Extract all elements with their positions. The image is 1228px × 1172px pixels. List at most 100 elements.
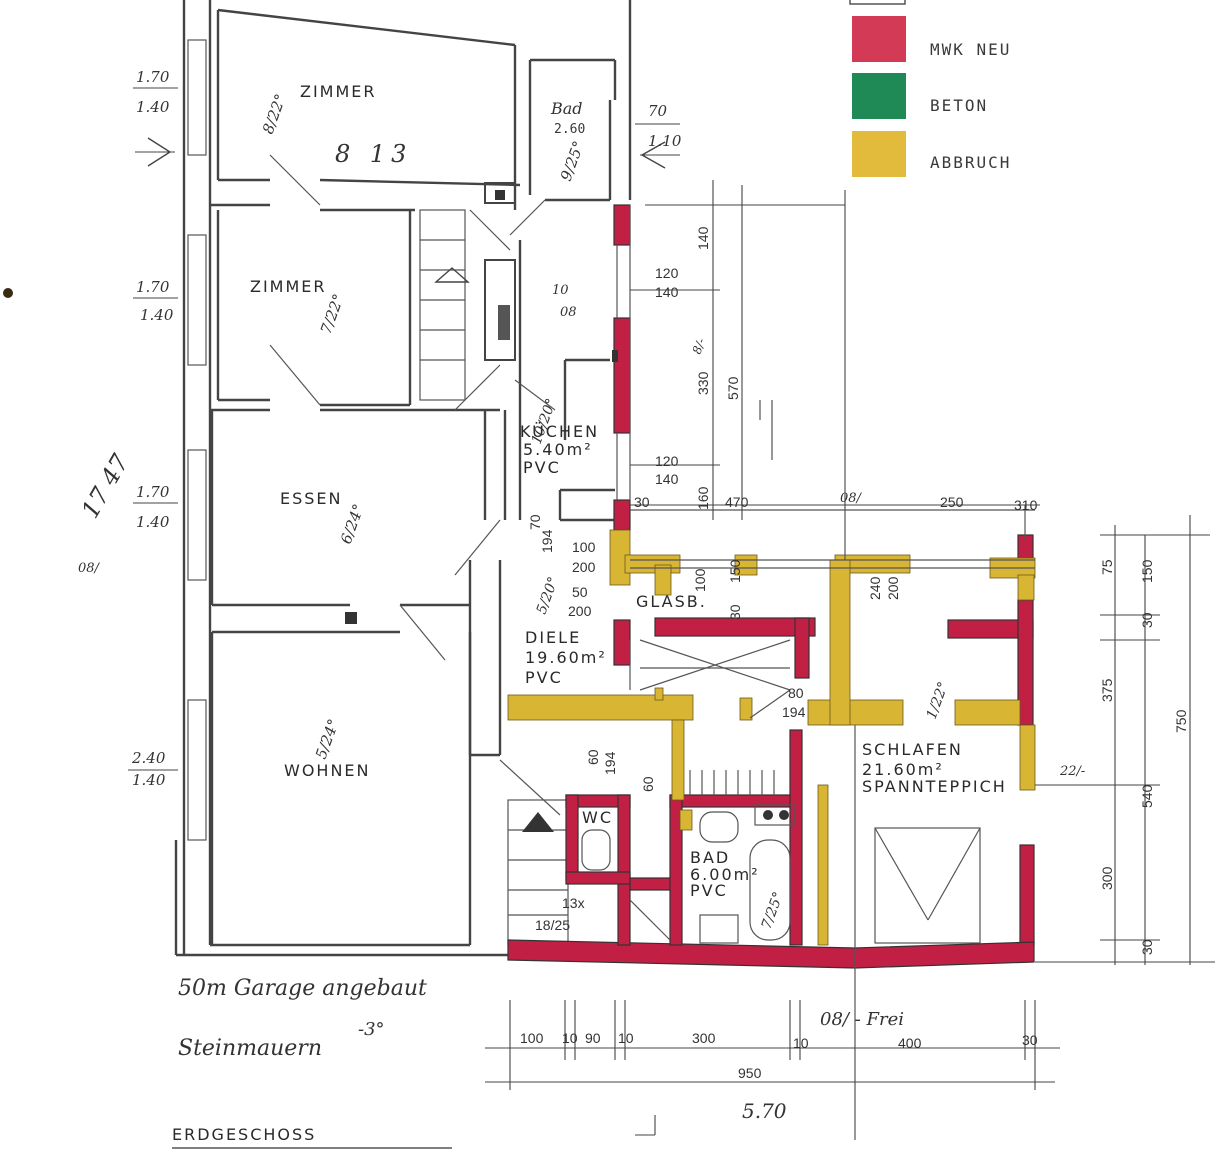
room-bad-floor: PVC (690, 881, 728, 900)
window-4-width: 1.40 (132, 771, 166, 789)
dim-80: 80 (788, 685, 804, 701)
dim-right-150: 150 (1139, 559, 1155, 583)
kitchen-note-a: 10 (552, 283, 569, 298)
handnote-frei: 08/ - Frei (820, 1009, 904, 1030)
dim-140-vertical: 140 (695, 226, 711, 250)
dim-bottom-10-a: 10 (562, 1030, 578, 1046)
dim-right-375: 375 (1099, 678, 1115, 702)
window-2-height: 1.70 (136, 278, 170, 296)
handnote-steinmauern: Steinmauern (178, 1036, 322, 1061)
room-zimmer-2-note: 7/22° (317, 292, 348, 337)
dim-330: 330 (695, 371, 711, 395)
handnote-garage: 50m Garage angebaut (178, 976, 427, 1001)
room-glasb: GLASB. (636, 592, 707, 611)
handnote-bottom: 5.70 (742, 1099, 787, 1123)
room-bad-top-note: 9/25° (557, 139, 588, 184)
dim-100: 100 (572, 539, 596, 555)
window-2-width: 1.40 (140, 306, 174, 324)
room-schlafen-note: 1/22° (924, 680, 952, 722)
dim-bottom-100: 100 (520, 1030, 544, 1046)
room-bad-top-area: 2.60 (554, 122, 585, 137)
window-labels: 1.70 1.40 1.70 1.40 1.70 1.40 2.40 1.40 … (128, 68, 682, 789)
room-diele: DIELE (525, 628, 581, 647)
red-swatch (852, 16, 906, 62)
bad-window-width: 1.10 (648, 132, 682, 150)
kitchen-note-b: 08 (560, 305, 577, 320)
ink-dot (3, 288, 13, 298)
window-3-width: 1.40 (136, 513, 170, 531)
dim-right-75: 75 (1099, 559, 1115, 575)
dim-bottom-10-c: 10 (793, 1035, 809, 1051)
room-kuechen: KÜCHEN (520, 422, 599, 441)
dim-stairs-2: 18/25 (535, 917, 570, 933)
green-swatch (852, 73, 906, 119)
room-kuechen-floor: PVC (523, 458, 561, 477)
dim-100-vertical: 100 (692, 568, 708, 592)
dim-120-b: 120 (655, 453, 679, 469)
dim-bottom-30: 30 (1022, 1032, 1038, 1048)
dim-120-a: 120 (655, 265, 679, 281)
handnote-left-side: 17 47 (76, 449, 135, 523)
window-1-height: 1.70 (136, 68, 170, 86)
dim-30-vertical: 30 (727, 604, 743, 620)
window-3-height: 1.70 (136, 483, 170, 501)
dimension-labels: 140 120 140 330 570 120 140 30 160 470 1… (520, 226, 1189, 1081)
dim-bottom-400: 400 (898, 1035, 922, 1051)
dim-60-b: 60 (640, 776, 656, 792)
plan-title: ERDGESCHOSS (172, 1125, 316, 1144)
dim-470: 470 (725, 494, 749, 510)
handwritten-notes: 17 47 08/ 50m Garage angebaut Steinmauer… (76, 336, 1085, 1123)
room-bad-note: 7/25° (759, 890, 787, 932)
dim-200-vertical: 200 (885, 576, 901, 600)
dim-bottom-10-b: 10 (618, 1030, 634, 1046)
dim-bottom-90: 90 (585, 1030, 601, 1046)
left-windows (187, 39, 207, 841)
dim-310: 310 (1014, 497, 1038, 513)
window-1-width: 1.40 (136, 98, 170, 116)
legend-label-beton: BETON (930, 96, 988, 115)
abbruch-walls (507, 529, 1036, 946)
room-kuechen-area: 5.40m² (523, 440, 593, 459)
dim-200-a: 200 (572, 559, 596, 575)
yellow-swatch (852, 131, 906, 177)
dim-right-30-a: 30 (1139, 612, 1155, 628)
dim-right-540: 540 (1139, 784, 1155, 808)
dim-bottom-300: 300 (692, 1030, 716, 1046)
dim-140-b: 140 (655, 471, 679, 487)
dim-194-a: 194 (539, 529, 555, 553)
existing-walls (174, 0, 632, 957)
dim-200-b: 200 (568, 603, 592, 619)
room-diele-note: 5/20° (534, 575, 562, 617)
room-schlafen-floor: SPANNTEPPICH (862, 777, 1007, 796)
dim-70: 70 (527, 514, 543, 530)
legend-label-abbruch: ABBRUCH (930, 153, 1011, 172)
dim-194-c: 194 (602, 751, 618, 775)
new-walls (507, 204, 1035, 969)
room-bad: BAD (690, 848, 730, 867)
room-wc: WC (582, 808, 613, 827)
dim-60-a: 60 (585, 749, 601, 765)
dim-bottom-950: 950 (738, 1065, 762, 1081)
dim-50: 50 (572, 584, 588, 600)
handnote-degree: -3° (358, 1019, 385, 1040)
dim-194-b: 194 (782, 704, 806, 720)
room-essen: ESSEN (280, 489, 343, 508)
handnote-left-small: 08/ (78, 561, 101, 576)
room-zimmer-2: ZIMMER (250, 277, 327, 296)
dim-250: 250 (940, 494, 964, 510)
dim-160: 160 (695, 486, 711, 510)
dim-140-a: 140 (655, 284, 679, 300)
dimension-lines (135, 137, 1215, 1136)
legend-label-mwk: MWK NEU (930, 40, 1011, 59)
room-bad-area: 6.00m² (690, 865, 760, 884)
window-4-height: 2.40 (131, 749, 166, 767)
dim-right-300: 300 (1099, 866, 1115, 890)
dim-right-750: 750 (1173, 709, 1189, 733)
dim-right-30-b: 30 (1139, 939, 1155, 955)
room-schlafen-area: 21.60m² (862, 760, 944, 779)
dim-240: 240 (867, 576, 883, 600)
dim-30-a: 30 (634, 494, 650, 510)
room-zimmer-1: ZIMMER (300, 82, 377, 101)
room-diele-area: 19.60m² (525, 648, 607, 667)
